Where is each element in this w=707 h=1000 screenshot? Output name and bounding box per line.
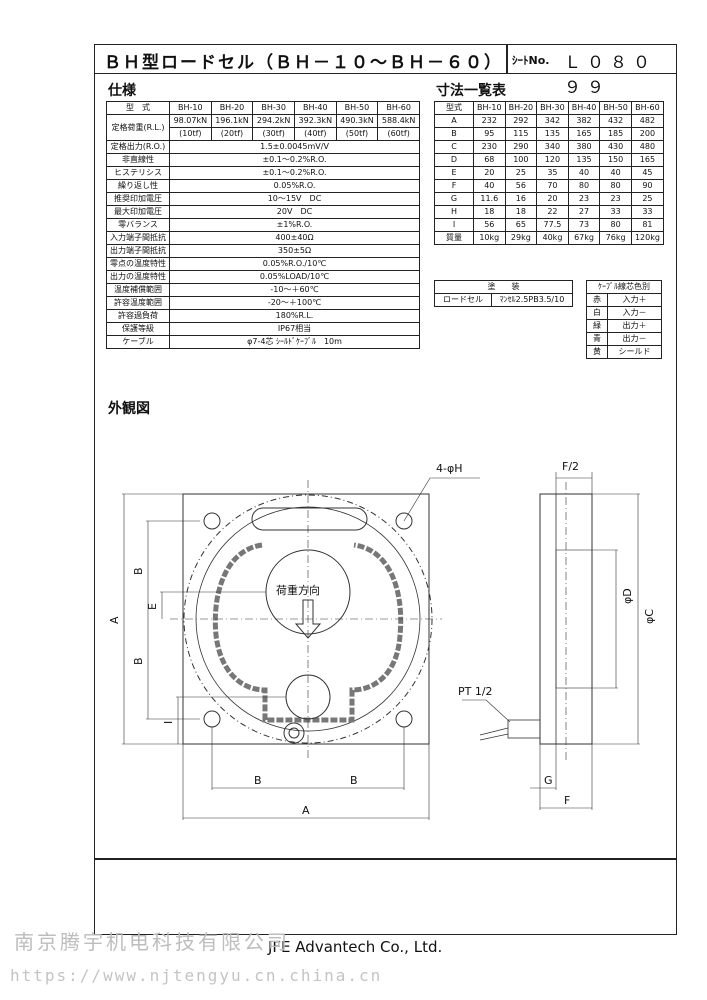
watermark-company: 南京腾宇机电科技有限公司 [14, 930, 290, 954]
dim-c-label: φC [643, 609, 656, 624]
dim-b-label: B [254, 774, 262, 787]
dim-b-vertical-label: B [132, 657, 145, 665]
spec-rated-load-label: 定格荷重(R.L.) [106, 114, 170, 141]
watermark-url: https://www.njtengyu.cn.china.cn [10, 966, 383, 985]
sheet-label: ｼｰﾄNo. [512, 54, 550, 67]
corner-hole [395, 512, 413, 530]
coating-table: 塗 装 ロードセル ﾏﾝｾﾙ2.5PB3.5/10 [434, 280, 573, 307]
load-arrow [294, 599, 322, 639]
dims-table: 型式 BH-10 BH-20 BH-30 BH-40 BH-50 BH-60 A… [434, 101, 665, 245]
dim-i-vertical-label: I [162, 721, 175, 724]
drawing-title: 外観図 [108, 401, 150, 417]
title-separator [506, 44, 508, 74]
hole-label: 4-φH [436, 462, 463, 475]
side-view-recess [555, 549, 593, 689]
cable-rows: 赤入力＋白入力－緑出力＋青出力－黄シールド [586, 293, 662, 359]
dims-model: BH-60 [630, 101, 665, 115]
cable-color-row: 白入力－ [586, 306, 662, 320]
spec-table: 型 式 BH-10 BH-20 BH-30 BH-40 BH-50 BH-60 … [106, 101, 420, 349]
dim-a-vertical-label: A [108, 616, 121, 624]
dim-d-label: φD [621, 588, 634, 604]
title-bar: ＢＨ型ロードセル（ＢＨ－１０～ＢＨ－６０） ｼｰﾄNo. Ｌ０８０９９ [94, 44, 677, 98]
spec-rated-load-row: 定格荷重(R.L.) 98.07kN 196.1kN 294.2kN 392.3… [106, 114, 420, 141]
dims-cell: 10kg [473, 231, 506, 245]
dim-g-label: G [544, 774, 553, 787]
corner-hole [203, 512, 221, 530]
coating-value: ﾏﾝｾﾙ2.5PB3.5/10 [491, 293, 573, 307]
footer-divider [94, 858, 677, 860]
top-slot [251, 507, 368, 531]
drawing-frame [94, 44, 677, 935]
corner-hole [203, 710, 221, 728]
spec-row: 非直線性±0.1～0.2%R.O. [106, 153, 420, 167]
dims-cell: 120kg [630, 231, 665, 245]
dim-a-label: A [302, 804, 310, 817]
cable-color-table: ｹｰﾌﾞﾙ線芯色別 赤入力＋白入力－緑出力＋青出力－黄シールド [586, 280, 662, 359]
page-title: ＢＨ型ロードセル（ＢＨ－１０～ＢＨ－６０） [104, 53, 503, 73]
company-name: JFE Advantech Co., Ltd. [268, 938, 443, 956]
f-half-label: F/2 [562, 460, 579, 473]
dims-title: 寸法一覧表 [436, 83, 506, 99]
dims-row-label: 質量 [434, 231, 474, 245]
side-connector [507, 719, 541, 739]
dim-e-vertical-label: E [146, 603, 159, 610]
spec-row: ヒステリシス±0.1～0.2%R.O. [106, 166, 420, 180]
corner-hole [395, 710, 413, 728]
dim-b-label: B [350, 774, 358, 787]
spec-rated-load-tf-row: (10tf) (20tf) (30tf) (40tf) (50tf) (60tf… [107, 127, 420, 141]
dim-f-label: F [564, 794, 570, 807]
spec-row-value: φ7-4芯 ｼｰﾙﾄﾞｹｰﾌﾞﾙ 10m [169, 335, 420, 349]
dims-row-label: G [434, 192, 474, 206]
cable-color-row: 黄シールド [586, 345, 662, 359]
spec-title: 仕様 [108, 83, 136, 99]
load-direction-label: 荷重方向 [276, 583, 320, 597]
sheet-number: Ｌ０８０９９ [564, 53, 656, 98]
dim-b-vertical-label: B [132, 567, 145, 575]
connector-outer [283, 722, 305, 744]
gauge-groove [212, 542, 404, 723]
pt-label: PT 1/2 [458, 685, 493, 698]
connector-inner [288, 727, 300, 739]
cable-function: シールド [607, 345, 662, 359]
